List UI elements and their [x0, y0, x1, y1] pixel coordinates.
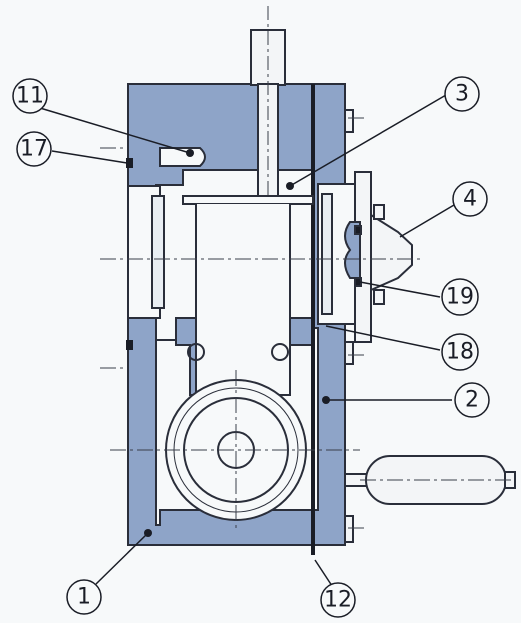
callout-17: 17 [16, 131, 52, 167]
svg-text:4: 4 [463, 187, 477, 212]
top-stem [250, 6, 286, 200]
left-port [127, 185, 165, 319]
svg-text:19: 19 [446, 285, 474, 310]
callout-19: 19 [441, 278, 479, 316]
svg-text:11: 11 [16, 84, 44, 109]
callout-11: 11 [12, 78, 48, 114]
leader-lines [39, 94, 455, 596]
svg-text:17: 17 [20, 137, 48, 162]
callout-18: 18 [441, 333, 479, 371]
callout-2: 2 [454, 382, 490, 418]
svg-text:12: 12 [324, 588, 352, 613]
centerlines [100, 117, 515, 529]
callout-3: 3 [444, 76, 480, 112]
crank-wheel [165, 379, 307, 521]
callout-1: 1 [66, 579, 102, 615]
svg-text:2: 2 [465, 388, 479, 413]
svg-text:18: 18 [446, 340, 474, 365]
seal-markers [126, 158, 133, 350]
leader-dots [144, 149, 330, 537]
svg-text:3: 3 [455, 82, 469, 107]
flange-bolts [344, 109, 354, 543]
side-cover [317, 171, 413, 343]
svg-text:1: 1 [77, 585, 91, 610]
callout-12: 12 [320, 582, 356, 618]
callout-4: 4 [452, 181, 488, 217]
